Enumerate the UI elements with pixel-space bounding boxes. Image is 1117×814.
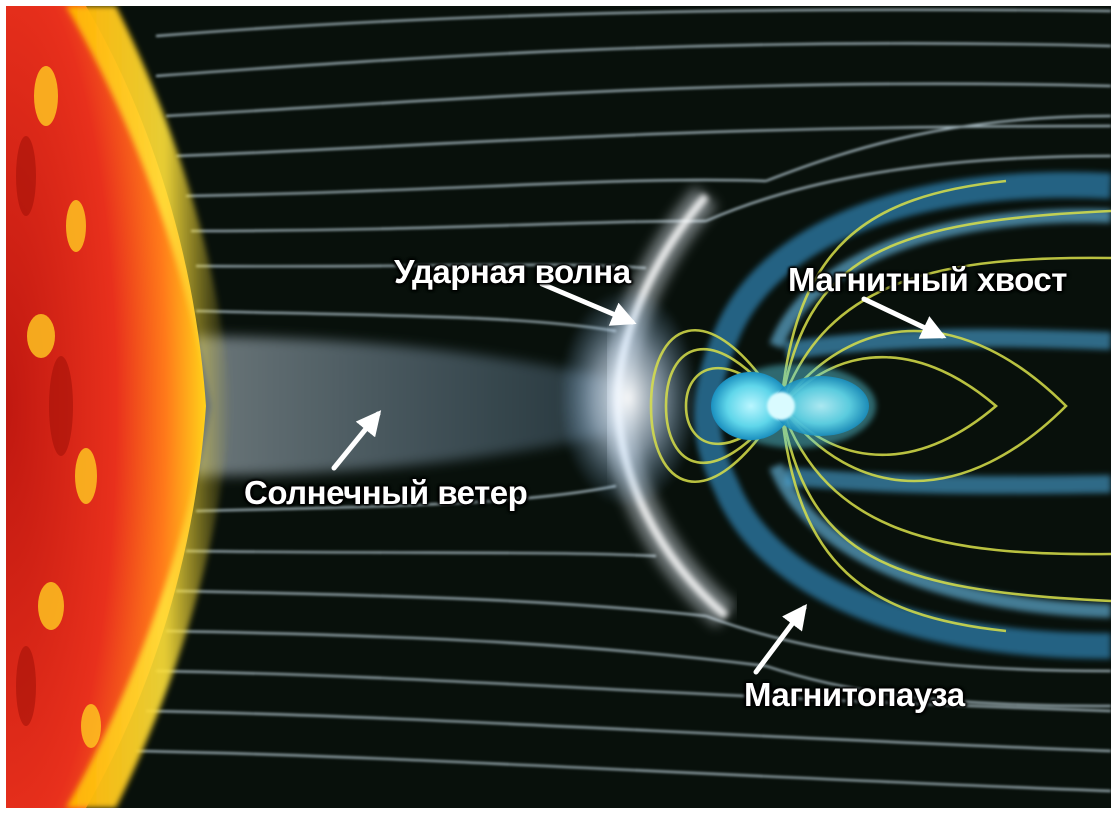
magnetic-field-lines [649,179,1111,633]
magnetotail-pointer [861,296,947,339]
magnetopause-pointer [753,604,807,675]
solar-wind-label: Солнечный ветер [244,474,528,511]
bow-shock-pointer [539,281,637,326]
solar-wind-beam [176,336,626,476]
magnetosphere-diagram: Ударная волна Магнитный хвост Солнечный … [6,6,1111,808]
magnetotail-label: Магнитный хвост [788,261,1067,298]
sun [6,6,231,808]
magnetopause-label: Магнитопауза [744,676,965,713]
earth [711,364,876,448]
solar-wind-streamlines [135,8,1111,793]
diagram-artwork [6,6,1111,808]
bow-shock [558,186,736,628]
solar-wind-pointer [331,410,382,471]
bow-shock-label: Ударная волна [394,253,631,290]
label-pointers [331,281,947,675]
